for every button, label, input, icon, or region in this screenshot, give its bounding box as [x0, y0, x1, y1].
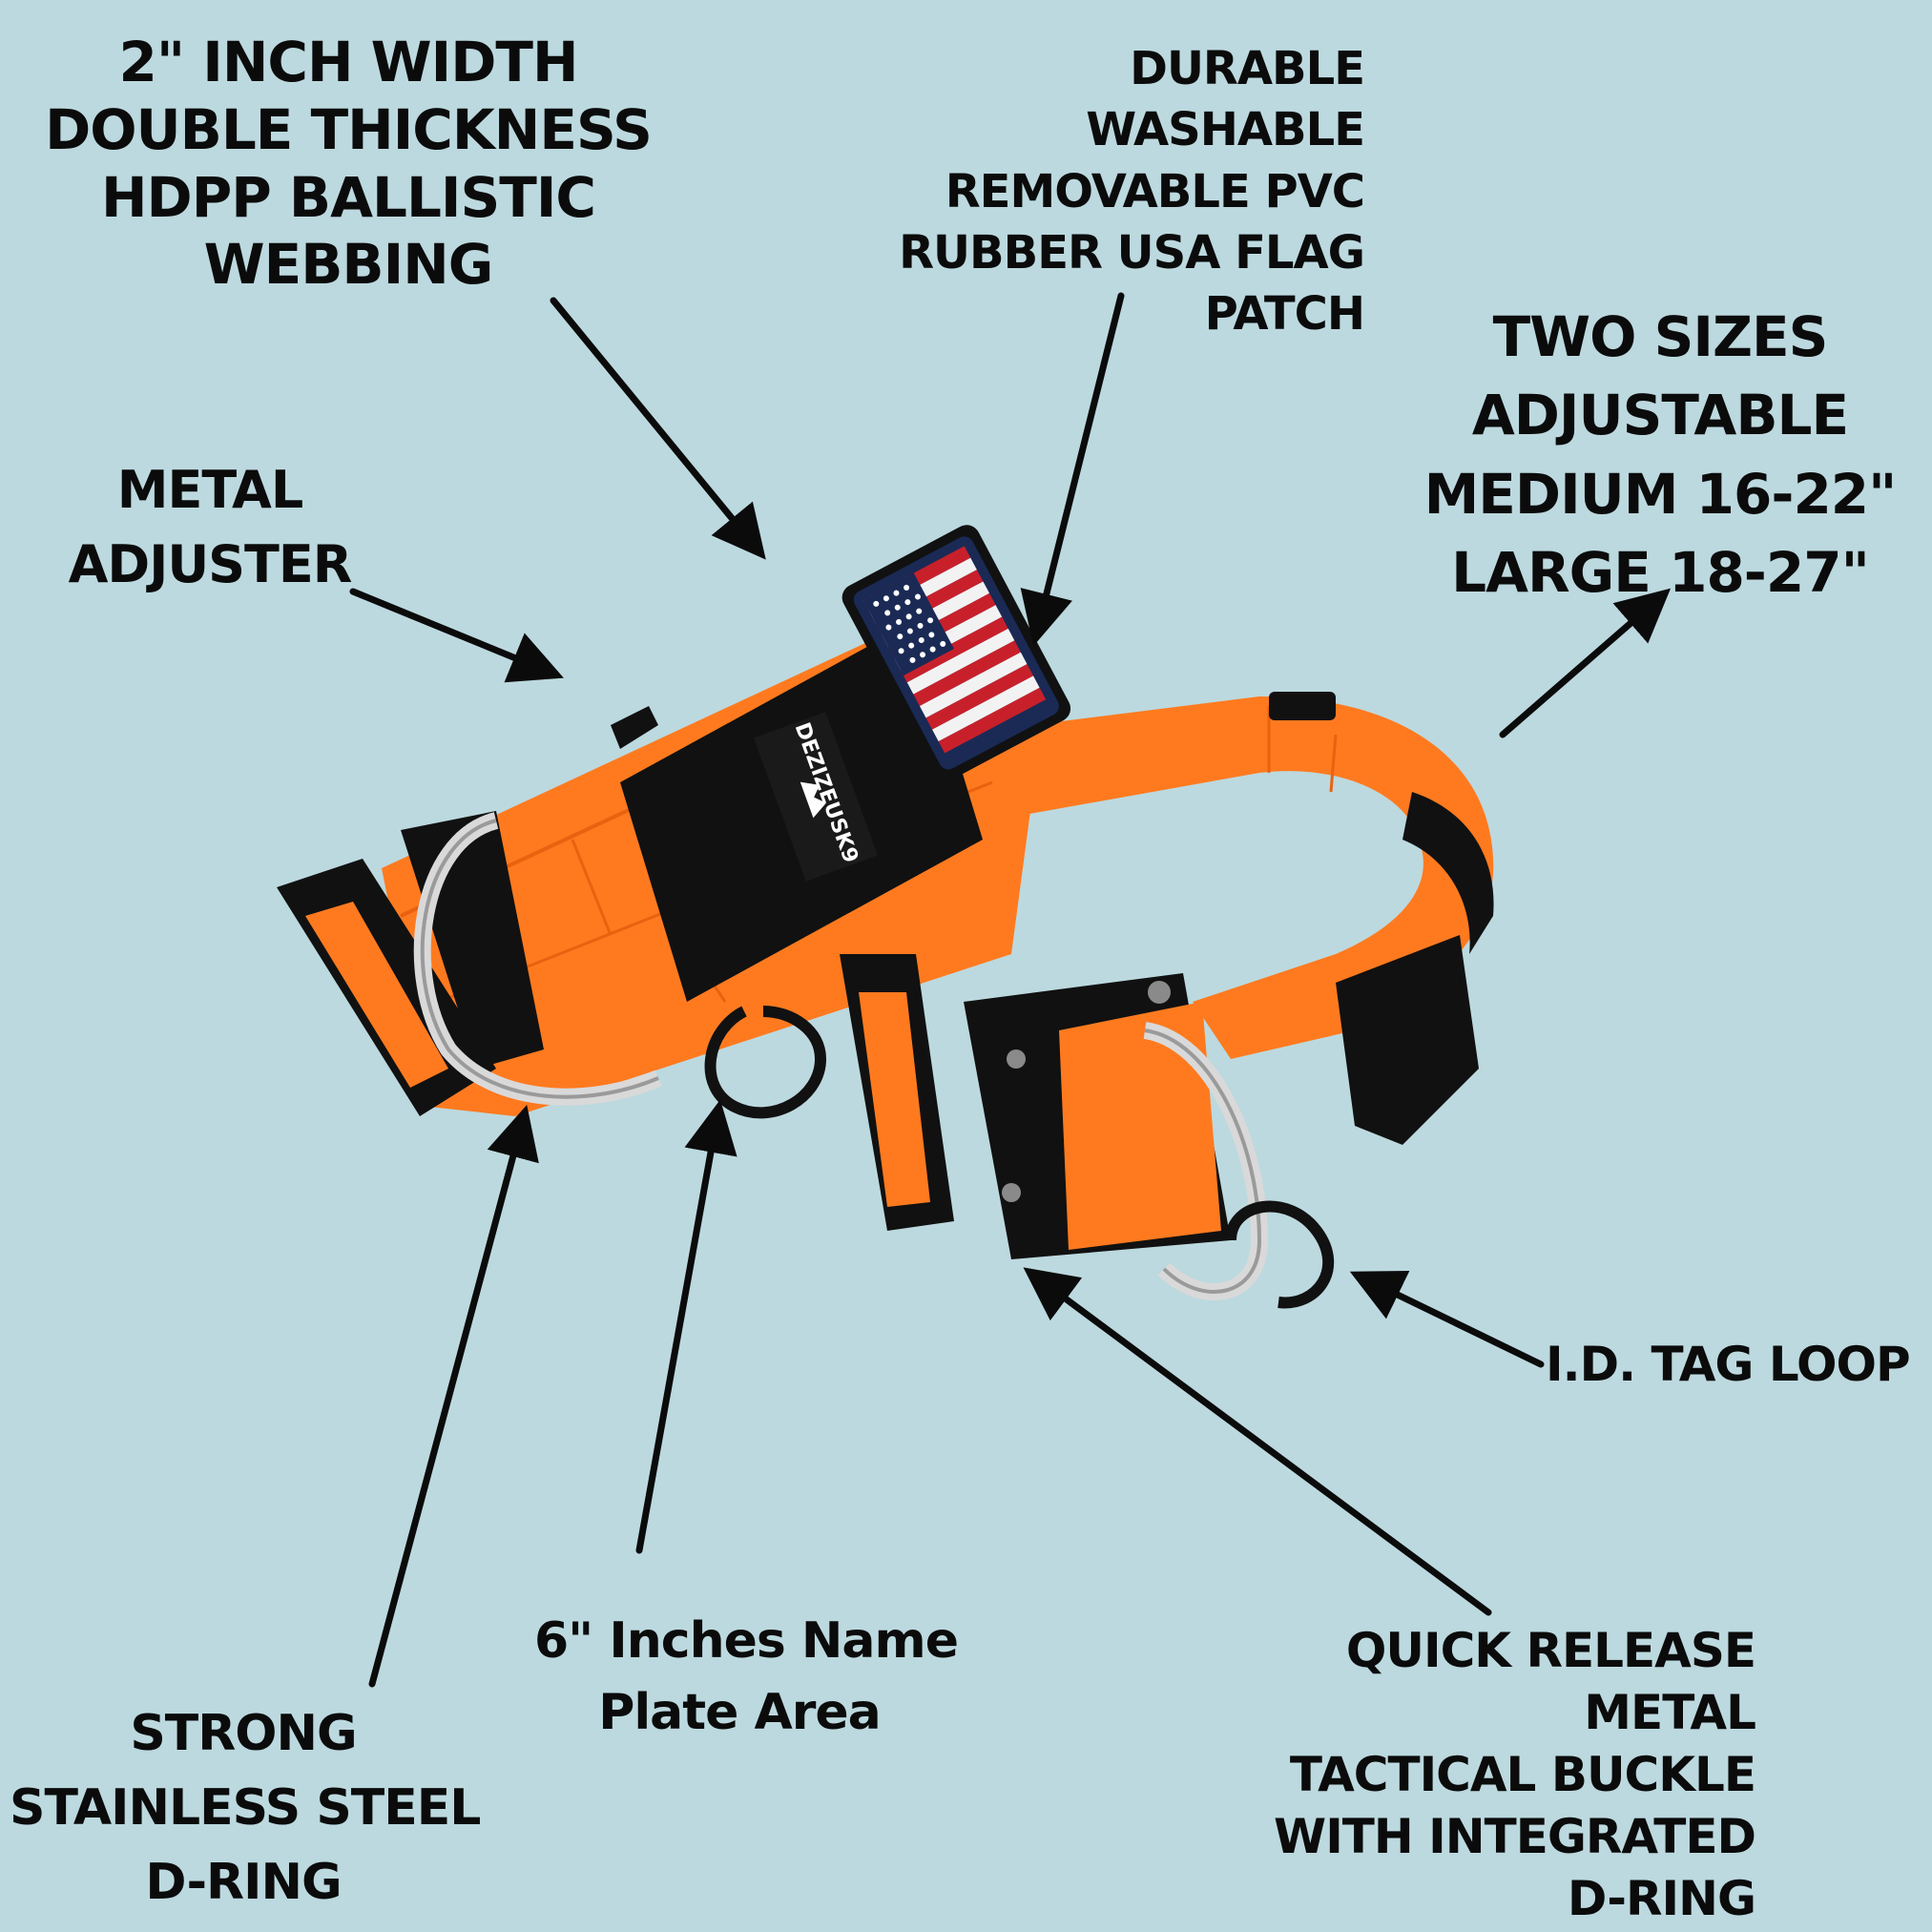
callout-line: WASHABLE: [1086, 103, 1365, 157]
callout-line: D-RING: [145, 1854, 342, 1911]
callout-line: STAINLESS STEEL: [10, 1779, 481, 1837]
callout-line: METAL: [116, 460, 303, 520]
callout-line: REMOVABLE PVC: [945, 164, 1365, 218]
callout-line: TWO SIZES: [1492, 304, 1829, 369]
usa-flag-icon: [841, 525, 1071, 781]
collar-front: DEZIZEUSK9: [277, 525, 1071, 1119]
callout-buckle: QUICK RELEASE METAL TACTICAL BUCKLE WITH…: [1269, 1620, 1756, 1930]
callout-line: TACTICAL BUCKLE: [1289, 1747, 1756, 1802]
callout-line: HDPP BALLISTIC: [101, 164, 596, 230]
collar-back: [954, 692, 1494, 1145]
callout-name-plate: 6" Inches Name Plate Area: [534, 1606, 959, 1750]
callout-d-ring: STRONG STAINLESS STEEL D-RING: [10, 1696, 481, 1920]
callout-patch: DURABLE WASHABLE REMOVABLE PVC RUBBER US…: [859, 38, 1365, 345]
callout-line: ADJUSTABLE: [1471, 383, 1849, 448]
center-ring: [704, 1006, 827, 1119]
callout-line: QUICK RELEASE: [1345, 1623, 1756, 1678]
id-tag-loop: [1225, 1200, 1335, 1309]
arrow-icon: [349, 292, 1672, 1688]
callout-line: LARGE 18-27": [1451, 540, 1870, 606]
callout-line: DURABLE: [1130, 42, 1365, 95]
collar-right-buckle: [840, 954, 1335, 1309]
callout-line: ADJUSTER: [68, 534, 353, 595]
callout-line: D-RING: [1567, 1871, 1756, 1926]
callout-line: RUBBER USA FLAG: [899, 225, 1365, 280]
callout-adjuster: METAL ADJUSTER: [57, 453, 363, 603]
callout-id-tag: I.D. TAG LOOP: [1546, 1336, 1911, 1394]
metal-adjuster-back: [1269, 692, 1336, 720]
callout-line: PATCH: [1204, 287, 1365, 342]
callout-line: 6" Inches Name: [534, 1612, 959, 1670]
callout-line: WITH INTEGRATED: [1274, 1809, 1756, 1864]
callout-line: Plate Area: [598, 1684, 882, 1742]
metal-adjuster-front: [611, 706, 658, 749]
callout-line: 2" INCH WIDTH: [118, 30, 579, 94]
callout-line: WEBBING: [203, 232, 494, 298]
callout-webbing: 2" INCH WIDTH DOUBLE THICKNESS HDPP BALL…: [38, 29, 658, 299]
callout-line: MEDIUM 16-22": [1423, 461, 1898, 527]
callout-sizes: TWO SIZES ADJUSTABLE MEDIUM 16-22" LARGE…: [1412, 298, 1908, 612]
callout-line: METAL: [1584, 1685, 1756, 1740]
callout-line: STRONG: [130, 1705, 357, 1762]
callout-line: I.D. TAG LOOP: [1546, 1337, 1911, 1392]
callout-line: DOUBLE THICKNESS: [45, 96, 653, 162]
